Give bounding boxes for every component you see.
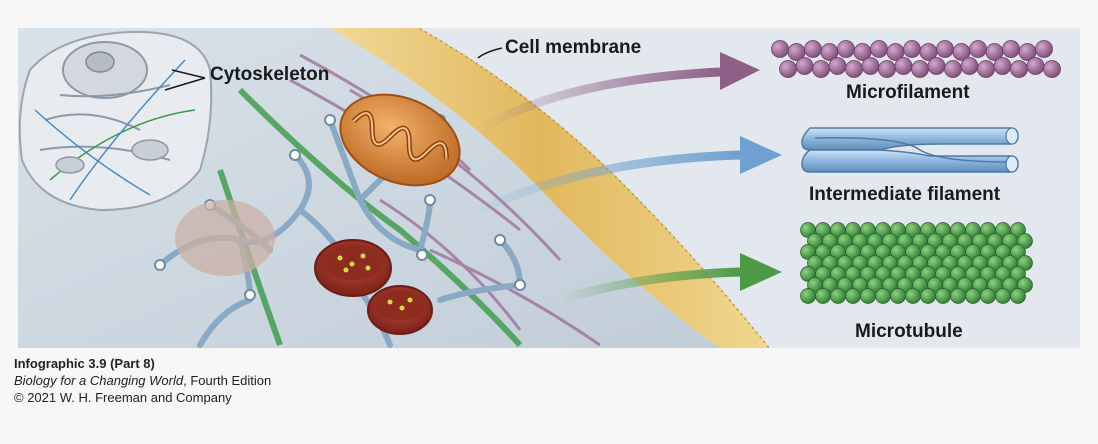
microtubule-bead bbox=[890, 288, 906, 304]
figure-caption: Infographic 3.9 (Part 8) Biology for a C… bbox=[14, 355, 271, 406]
microtubule-bead bbox=[875, 288, 891, 304]
microfilament-bead bbox=[894, 57, 913, 75]
vesicle-large bbox=[314, 239, 392, 297]
microfilament-bead bbox=[944, 60, 962, 78]
microfilament-bead bbox=[911, 60, 929, 78]
caption-source: Biology for a Changing World, Fourth Edi… bbox=[14, 372, 271, 389]
microtubule-bead bbox=[905, 288, 921, 304]
caption-book-title: Biology for a Changing World bbox=[14, 373, 184, 388]
microtubule-bead bbox=[845, 288, 861, 304]
arrow-to-microtubule bbox=[558, 253, 782, 305]
microfilament-bead bbox=[861, 57, 880, 75]
microfilament-bead bbox=[903, 40, 921, 58]
microfilament-bead bbox=[1026, 57, 1045, 75]
cell-membrane-label: Cell membrane bbox=[505, 37, 642, 58]
microtubule-bead bbox=[965, 288, 981, 304]
microfilament-bead bbox=[837, 40, 855, 58]
caption-edition: , Fourth Edition bbox=[183, 373, 272, 388]
intermediate-filament-label: Intermediate filament bbox=[809, 184, 1001, 205]
microtubule-bead bbox=[995, 288, 1011, 304]
membrane-leader-line bbox=[477, 47, 503, 59]
microfilament-bead bbox=[1043, 60, 1061, 78]
microfilament-bead bbox=[845, 60, 863, 78]
microtubule-bead bbox=[1010, 288, 1026, 304]
microfilament-bead bbox=[1010, 60, 1028, 78]
microfilament-model bbox=[771, 40, 1061, 78]
vesicle-small bbox=[367, 285, 433, 335]
organelle-blob bbox=[175, 200, 275, 276]
microfilament-bead bbox=[779, 60, 797, 78]
microfilament-label: Microfilament bbox=[846, 82, 970, 103]
microfilament-bead bbox=[993, 57, 1012, 75]
microtubule-bead bbox=[830, 288, 846, 304]
microfilament-bead bbox=[870, 40, 888, 58]
microtubule-model bbox=[800, 222, 1033, 304]
microfilament-bead bbox=[936, 40, 954, 58]
microtubule-bead bbox=[800, 288, 816, 304]
microfilament-bead bbox=[1035, 40, 1053, 58]
microtubule-bead bbox=[935, 288, 951, 304]
microfilament-bead bbox=[804, 40, 822, 58]
microtubule-bead bbox=[815, 288, 831, 304]
microfilament-bead bbox=[960, 57, 979, 75]
microfilament-bead bbox=[1002, 40, 1020, 58]
microtubule-bead bbox=[860, 288, 876, 304]
microtubule-bead bbox=[920, 288, 936, 304]
microtubule-bead bbox=[950, 288, 966, 304]
microfilament-bead bbox=[969, 40, 987, 58]
microfilament-bead bbox=[927, 57, 946, 75]
mitochondrion bbox=[339, 93, 461, 187]
microfilament-bead bbox=[795, 57, 814, 75]
animal-cell-overview bbox=[18, 30, 213, 212]
microfilament-bead bbox=[812, 60, 830, 78]
microtubule-bead bbox=[980, 288, 996, 304]
filament-end-caps bbox=[154, 114, 526, 301]
caption-title: Infographic 3.9 (Part 8) bbox=[14, 356, 155, 371]
intermediate-filament-model bbox=[801, 127, 1019, 173]
arrow-to-microfilament bbox=[477, 52, 760, 134]
caption-copyright: © 2021 W. H. Freeman and Company bbox=[14, 390, 232, 405]
microfilament-bead bbox=[828, 57, 847, 75]
arrow-to-intermediate-filament bbox=[467, 136, 782, 220]
microfilament-bead bbox=[977, 60, 995, 78]
cytoskeleton-label: Cytoskeleton bbox=[210, 64, 330, 85]
microfilament-bead bbox=[878, 60, 896, 78]
microtubule-label: Microtubule bbox=[855, 321, 963, 342]
cytoskeleton-leader-lines bbox=[164, 69, 206, 91]
microfilament-bead bbox=[771, 40, 789, 58]
